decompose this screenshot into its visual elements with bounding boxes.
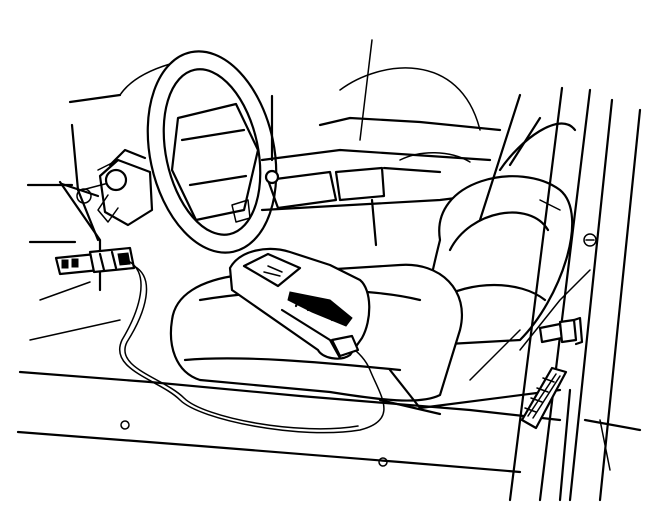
scan-tool-cable (118, 261, 385, 434)
wheel-emblem (231, 199, 251, 223)
interior-contours (119, 63, 591, 381)
floor-plug-hole (378, 457, 388, 467)
floor-plug-hole (120, 420, 130, 430)
door-frame (478, 86, 642, 502)
scan-tool-keypad (287, 291, 353, 327)
scan-tool-screen (242, 252, 302, 288)
scan-tool-cable-port (330, 334, 360, 358)
floor-panel (16, 281, 562, 474)
dash-knob (264, 169, 280, 185)
door-vent (520, 366, 568, 430)
steering-wheel (146, 50, 278, 254)
ignition-switch (104, 168, 128, 192)
steering-column (60, 148, 154, 227)
scan-tool (228, 247, 371, 360)
ignition-key-icon (76, 188, 92, 204)
dlc-connector (54, 246, 136, 276)
passenger-seat (339, 67, 577, 172)
door-striker (538, 316, 584, 346)
door-bolt (583, 233, 597, 247)
